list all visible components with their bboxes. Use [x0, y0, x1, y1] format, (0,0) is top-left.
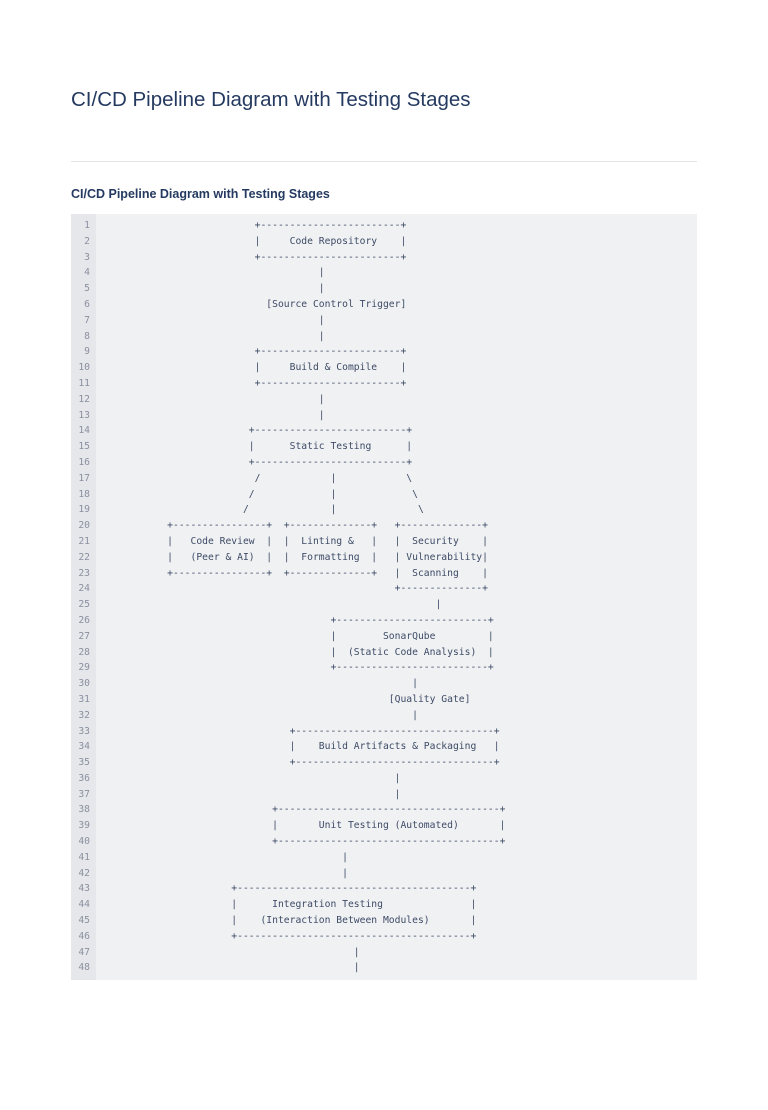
line-number: 33	[78, 725, 90, 737]
line-number: 34	[78, 741, 90, 753]
divider	[71, 161, 697, 162]
line-number: 37	[78, 788, 90, 800]
ascii-pipeline-diagram: +------------------------+ | Code Reposi…	[167, 220, 506, 974]
line-number: 24	[78, 583, 90, 595]
line-number: 17	[78, 472, 90, 484]
line-number: 11	[78, 377, 90, 389]
line-number: 4	[84, 267, 90, 279]
line-number: 6	[84, 298, 90, 310]
line-number: 31	[78, 693, 90, 705]
line-number: 46	[78, 930, 90, 942]
line-number: 9	[84, 346, 90, 358]
line-number: 23	[78, 567, 90, 579]
line-number: 28	[78, 646, 90, 658]
line-number: 35	[78, 757, 90, 769]
line-number: 19	[78, 504, 90, 516]
line-number: 32	[78, 709, 90, 721]
line-number: 5	[84, 283, 90, 295]
line-number: 13	[78, 409, 90, 421]
line-number: 1	[84, 220, 90, 231]
line-number: 27	[78, 630, 90, 642]
line-number: 2	[84, 235, 90, 247]
line-number: 7	[84, 314, 90, 326]
line-number: 25	[78, 599, 90, 611]
line-number: 12	[78, 393, 90, 405]
line-number: 15	[78, 441, 90, 453]
line-number: 3	[84, 251, 90, 263]
line-number: 43	[78, 883, 90, 895]
line-number: 20	[78, 520, 90, 532]
line-number: 22	[78, 551, 90, 563]
line-number: 36	[78, 772, 90, 784]
line-number: 30	[78, 678, 90, 690]
line-number: 26	[78, 614, 90, 626]
line-number: 42	[78, 867, 90, 879]
line-number: 16	[78, 456, 90, 468]
line-number: 21	[78, 535, 90, 547]
document-page: CI/CD Pipeline Diagram with Testing Stag…	[71, 86, 697, 981]
line-number: 47	[78, 946, 90, 958]
line-number: 39	[78, 820, 90, 832]
line-number: 48	[78, 962, 90, 974]
line-number: 8	[84, 330, 90, 342]
section-heading: CI/CD Pipeline Diagram with Testing Stag…	[71, 187, 330, 201]
line-number: 40	[78, 836, 90, 848]
line-number: 41	[78, 851, 90, 863]
line-number: 18	[78, 488, 90, 500]
page-title: CI/CD Pipeline Diagram with Testing Stag…	[71, 88, 471, 111]
line-number: 38	[78, 804, 90, 816]
line-number: 10	[78, 362, 90, 374]
line-number: 44	[78, 899, 90, 911]
line-number: 29	[78, 662, 90, 674]
line-number: 14	[78, 425, 90, 437]
line-number: 45	[78, 915, 90, 927]
